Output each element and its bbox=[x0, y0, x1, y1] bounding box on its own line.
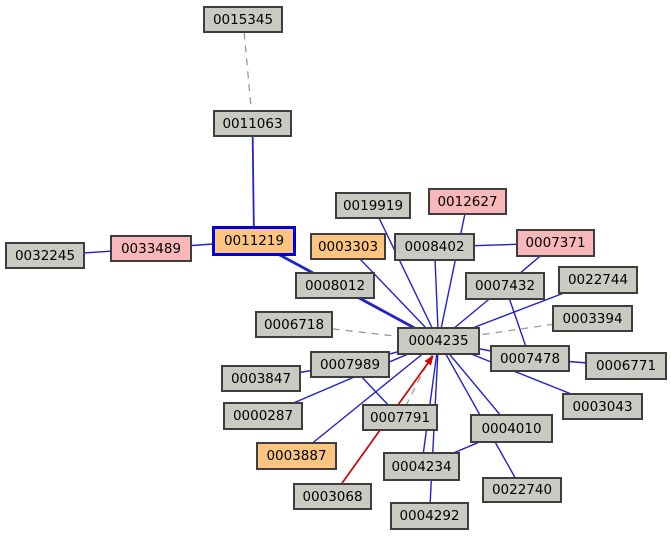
graph-node-0007478[interactable]: 0007478 bbox=[490, 345, 570, 372]
node-label: 0011063 bbox=[222, 115, 283, 132]
graph-node-0019919[interactable]: 0019919 bbox=[335, 192, 411, 219]
graph-node-0022744[interactable]: 0022744 bbox=[558, 266, 638, 294]
graph-node-0004234[interactable]: 0004234 bbox=[383, 452, 460, 481]
graph-node-0006718[interactable]: 0006718 bbox=[255, 311, 333, 338]
graph-node-0012627[interactable]: 0012627 bbox=[428, 188, 507, 215]
edge-0015345-0011063 bbox=[242, 19, 254, 124]
node-label: 0000287 bbox=[232, 408, 294, 424]
node-label: 0004234 bbox=[391, 458, 452, 475]
graph-node-0006771[interactable]: 0006771 bbox=[585, 352, 667, 380]
node-label: 0012627 bbox=[437, 193, 498, 210]
edge-0019919-0004235 bbox=[372, 205, 440, 342]
node-label: 0006718 bbox=[263, 316, 325, 333]
node-label: 0007989 bbox=[319, 356, 381, 373]
edge-0004234-0004235 bbox=[420, 340, 440, 467]
node-label: 0015345 bbox=[212, 11, 274, 28]
graph-node-0033489[interactable]: 0033489 bbox=[110, 235, 192, 262]
node-label: 0007371 bbox=[525, 235, 586, 251]
edge-0008402-0004235 bbox=[433, 246, 440, 342]
graph-node-0011063[interactable]: 0011063 bbox=[213, 110, 292, 137]
node-label: 0008402 bbox=[404, 239, 465, 255]
node-label: 0007432 bbox=[474, 278, 536, 294]
node-label: 0003068 bbox=[302, 488, 363, 505]
node-label: 0022740 bbox=[491, 482, 553, 498]
node-label: 0004010 bbox=[481, 420, 542, 437]
node-label: 0022744 bbox=[567, 272, 629, 288]
graph-node-0007371[interactable]: 0007371 bbox=[516, 229, 595, 257]
graph-node-0003394[interactable]: 0003394 bbox=[552, 305, 633, 332]
graph-node-0008012[interactable]: 0008012 bbox=[295, 272, 375, 299]
node-label: 0006771 bbox=[595, 358, 657, 374]
graph-node-0004292[interactable]: 0004292 bbox=[390, 502, 469, 530]
node-label: 0004292 bbox=[399, 508, 460, 524]
node-label: 0008012 bbox=[304, 277, 366, 294]
node-label: 0003847 bbox=[230, 370, 292, 387]
graph-node-0000287[interactable]: 0000287 bbox=[223, 402, 303, 430]
node-label: 0011219 bbox=[223, 233, 285, 249]
node-label: 0003887 bbox=[266, 448, 327, 464]
node-label: 0033489 bbox=[120, 240, 182, 257]
graph-node-0003043[interactable]: 0003043 bbox=[562, 393, 643, 420]
edge-0011063-0011219 bbox=[251, 123, 255, 242]
graph-node-0007989[interactable]: 0007989 bbox=[310, 351, 390, 378]
edge-0012627-0004235 bbox=[437, 201, 469, 342]
graph-node-0003303[interactable]: 0003303 bbox=[310, 233, 386, 260]
graph-node-0004010[interactable]: 0004010 bbox=[470, 414, 553, 443]
node-label: 0007791 bbox=[369, 409, 431, 426]
graph-node-0007432[interactable]: 0007432 bbox=[465, 272, 545, 300]
node-label: 0003303 bbox=[317, 238, 379, 255]
node-label: 0003043 bbox=[572, 398, 633, 415]
graph-node-0003847[interactable]: 0003847 bbox=[221, 365, 301, 392]
node-label: 0007478 bbox=[499, 350, 561, 367]
node-label: 0003394 bbox=[562, 310, 623, 327]
node-label: 0032245 bbox=[14, 247, 76, 264]
graph-node-0008402[interactable]: 0008402 bbox=[394, 233, 475, 261]
node-label: 0004235 bbox=[408, 333, 469, 349]
edge-0003887-0004235 bbox=[296, 340, 439, 457]
graph-node-0032245[interactable]: 0032245 bbox=[5, 242, 85, 269]
graph-node-0022740[interactable]: 0022740 bbox=[482, 477, 562, 503]
node-label: 0019919 bbox=[342, 197, 404, 214]
graph-node-0003068[interactable]: 0003068 bbox=[293, 483, 372, 510]
graph-node-0007791[interactable]: 0007791 bbox=[362, 404, 438, 431]
graph-node-0011219[interactable]: 0011219 bbox=[212, 226, 296, 256]
edge-0004010-0004235 bbox=[437, 340, 513, 429]
edge-0003303-0004235 bbox=[347, 246, 440, 342]
graph-node-0004235[interactable]: 0004235 bbox=[397, 327, 480, 355]
graph-node-0015345[interactable]: 0015345 bbox=[203, 6, 283, 33]
graph-node-0003887[interactable]: 0003887 bbox=[256, 442, 337, 470]
